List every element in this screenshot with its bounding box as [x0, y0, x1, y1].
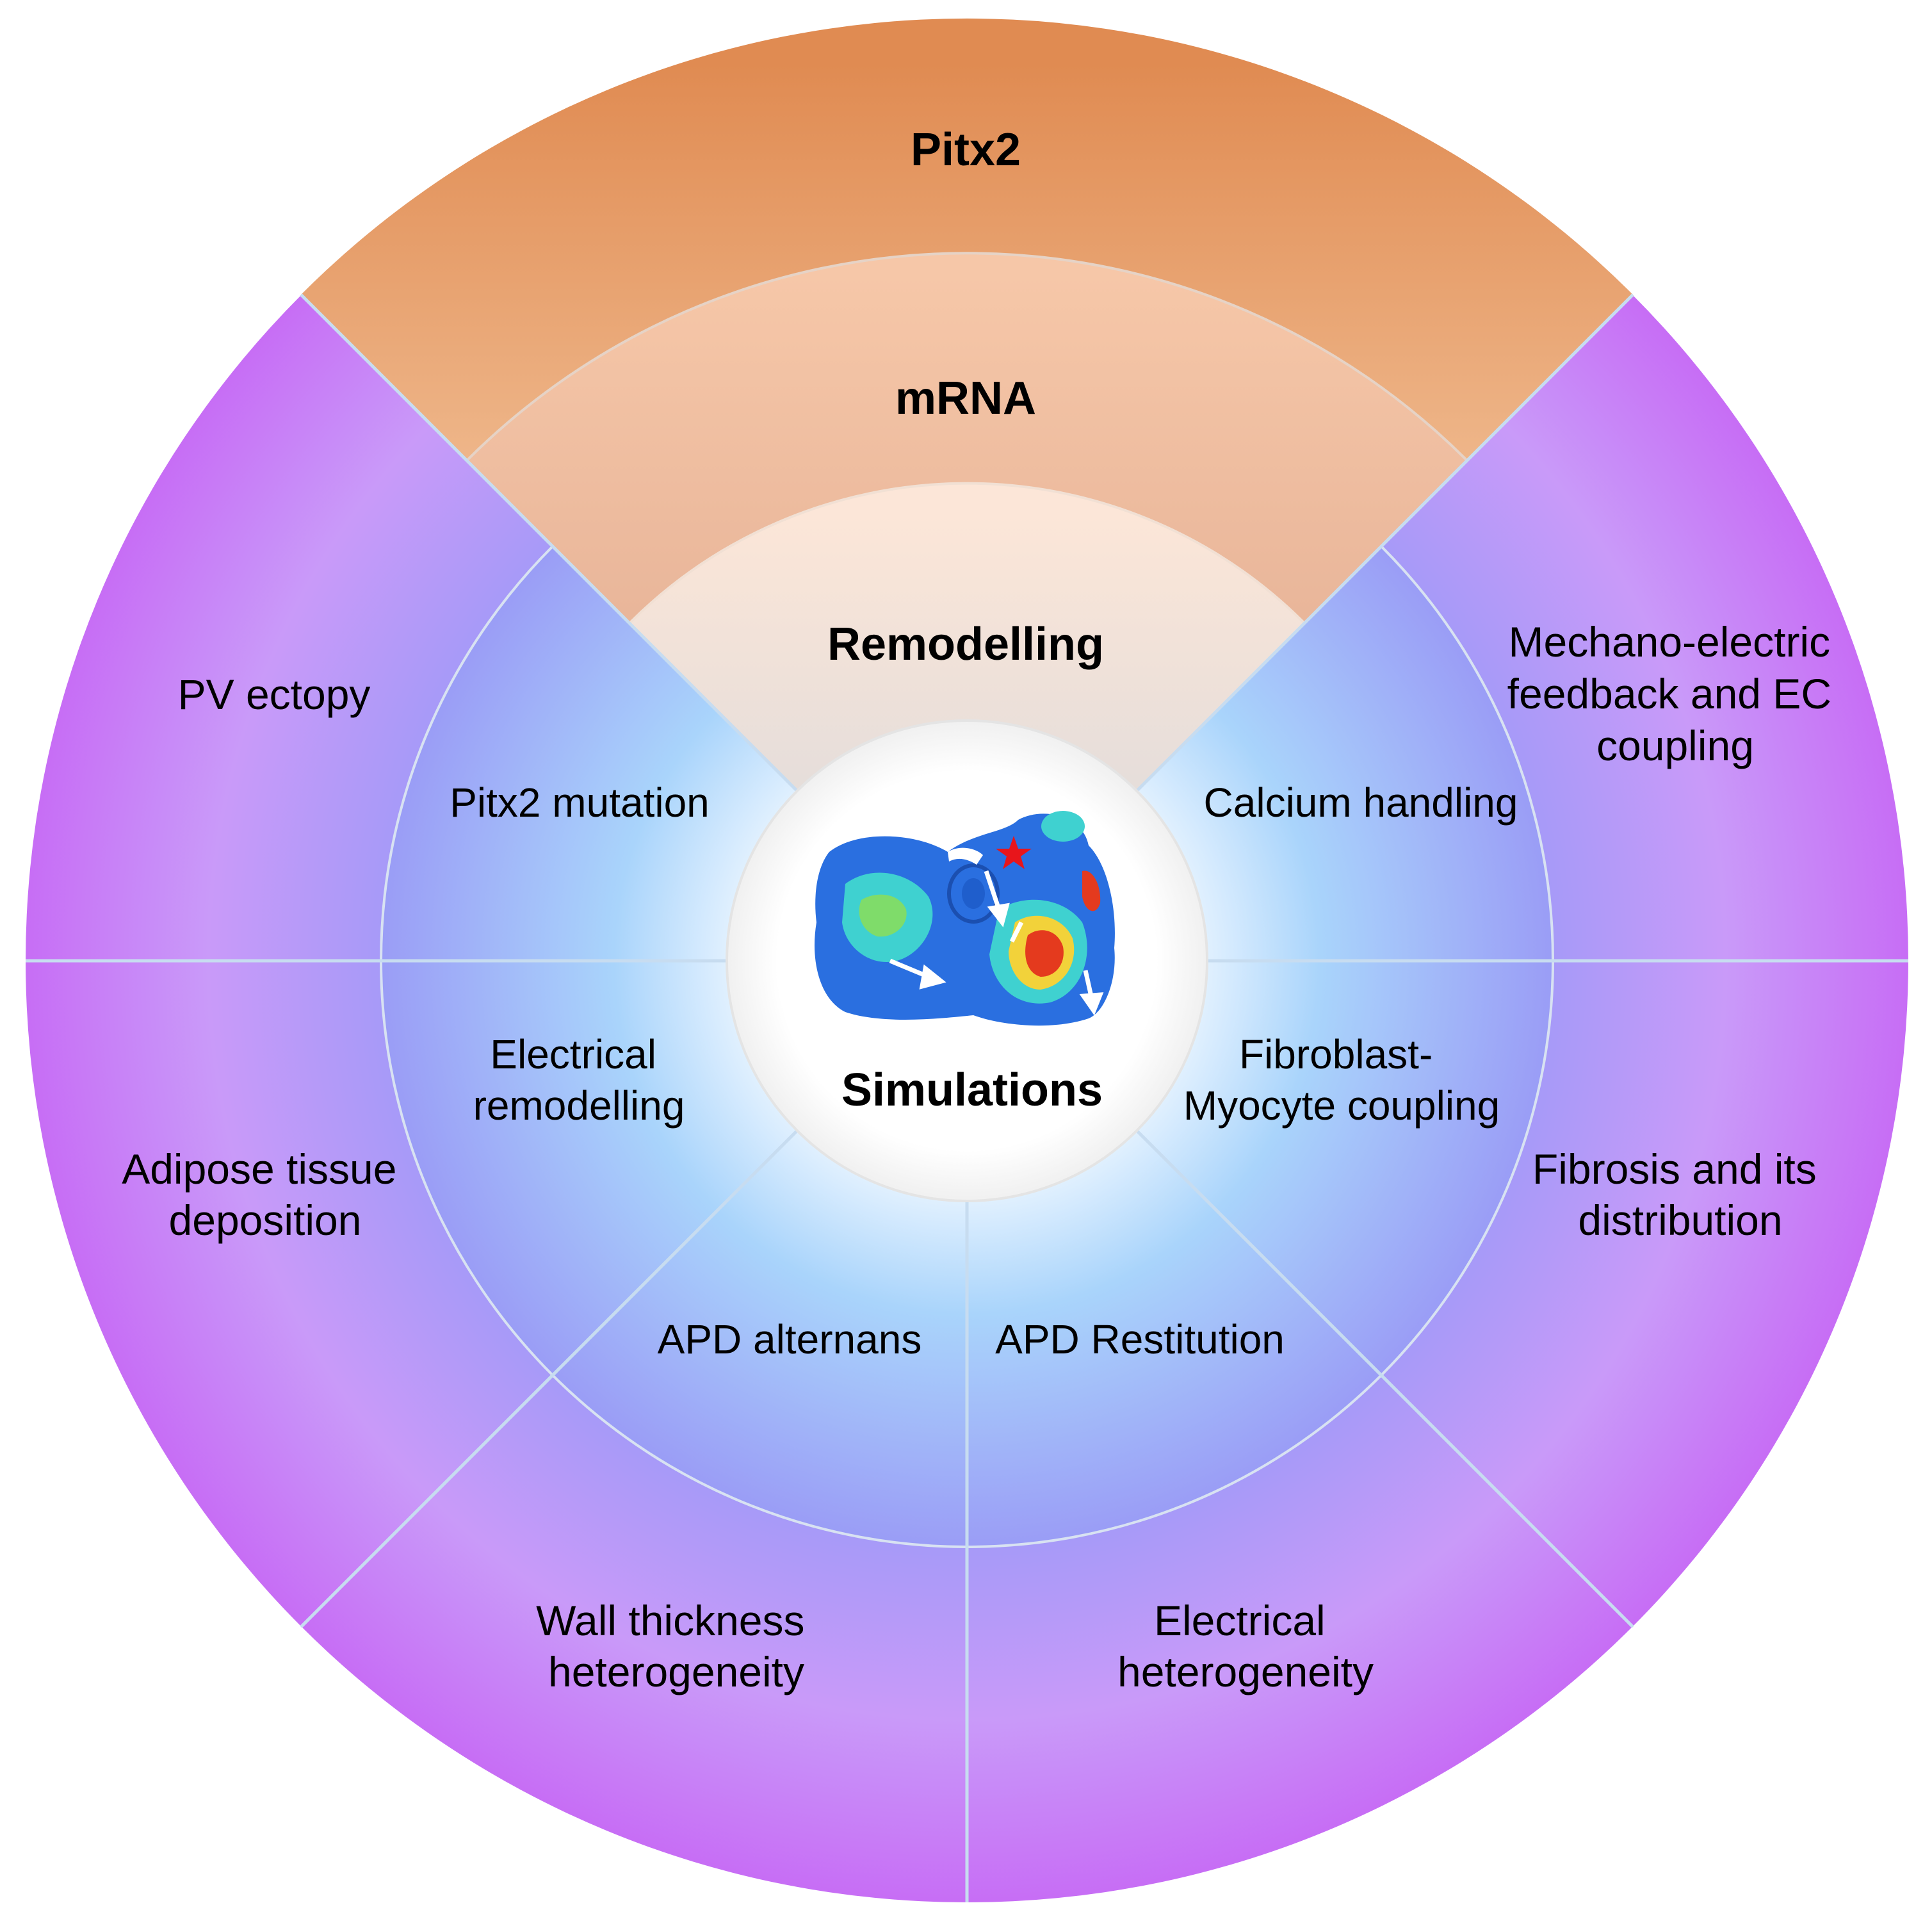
fibroblast-myocyte-coupling-label: Fibroblast- Myocyte coupling	[1183, 1031, 1500, 1129]
pv-ectopy-label: PV ectopy	[178, 671, 371, 718]
fibrosis-distribution-label: Fibrosis and its distribution	[1532, 1145, 1828, 1244]
heart-simulation-image	[815, 811, 1115, 1026]
pitx2-mutation-label: Pitx2 mutation	[450, 780, 710, 826]
electrical-remodelling-label: Electrical remodelling	[473, 1031, 685, 1129]
adipose-tissue-deposition-label: Adipose tissue deposition	[122, 1145, 409, 1244]
mrna-label: mRNA	[895, 373, 1036, 424]
pitx2-label: Pitx2	[911, 124, 1021, 176]
band-divider-2	[628, 482, 1306, 625]
remodelling-label: Remodelling	[827, 619, 1104, 670]
sector-separators	[26, 293, 1908, 1902]
apd-restitution-label: APD Restitution	[995, 1316, 1285, 1362]
apd-alternans-label: APD alternans	[658, 1316, 922, 1362]
mrna-band	[467, 253, 1467, 624]
pitx2-band	[301, 18, 1633, 461]
electrical-heterogeneity-label: Electrical heterogeneity	[1117, 1597, 1374, 1695]
calcium-handling-label: Calcium handling	[1204, 780, 1518, 826]
simulations-label: Simulations	[841, 1065, 1103, 1116]
star-icon	[996, 836, 1032, 869]
band-divider-1	[466, 252, 1468, 462]
mechano-electric-feedback-label: Mechano-electric feedback and EC couplin…	[1507, 618, 1844, 769]
wall-thickness-heterogeneity-label: Wall thickness heterogeneity	[536, 1597, 816, 1695]
remodelling-band-core	[629, 623, 1304, 791]
